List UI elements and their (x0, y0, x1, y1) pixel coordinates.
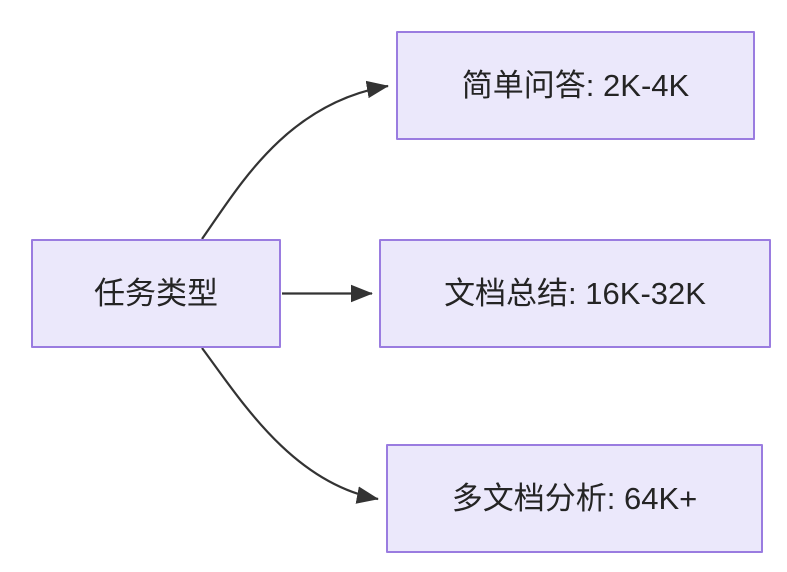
node-multi-document-analysis[interactable]: 多文档分析: 64K+ (386, 444, 763, 553)
node-task-type[interactable]: 任务类型 (31, 239, 281, 348)
node-label: 多文档分析: 64K+ (451, 480, 698, 516)
node-simple-qa[interactable]: 简单问答: 2K-4K (396, 31, 755, 140)
node-label: 文档总结: 16K-32K (444, 275, 706, 311)
edge-root-to-simple (201, 80, 389, 240)
edge-root-to-multidoc (201, 347, 379, 504)
node-document-summary[interactable]: 文档总结: 16K-32K (379, 239, 771, 348)
node-label: 任务类型 (94, 275, 218, 311)
node-label: 简单问答: 2K-4K (461, 67, 690, 103)
